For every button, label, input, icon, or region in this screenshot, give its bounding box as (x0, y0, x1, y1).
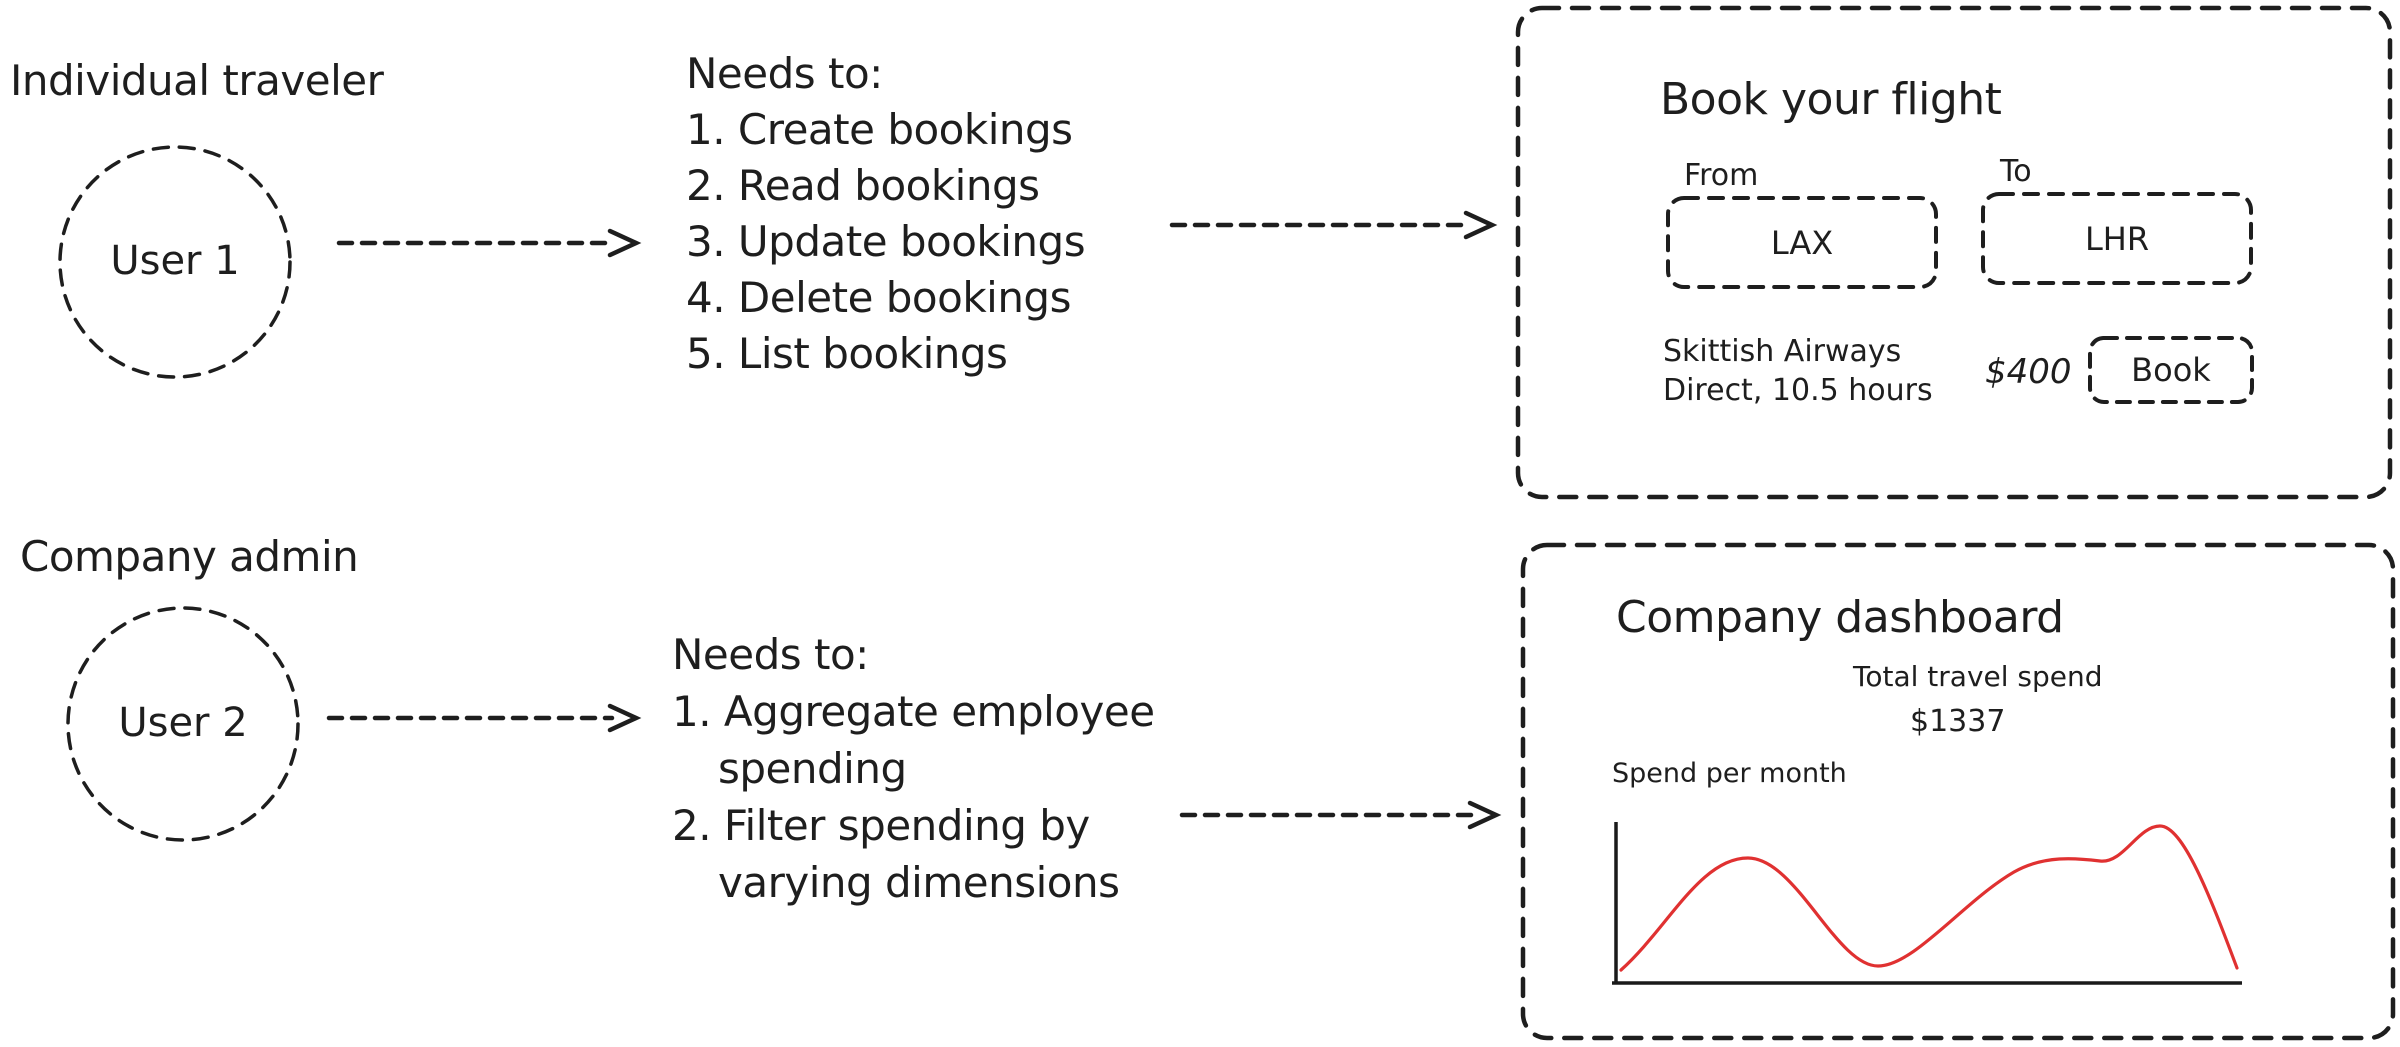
book-button-border (2088, 336, 2254, 404)
booking-panel-title: Book your flight (1660, 74, 2002, 125)
from-field-border (1666, 196, 1938, 289)
from-field[interactable]: LAX (1770, 223, 1834, 262)
persona-label-individual-traveler: Individual traveler (10, 56, 384, 105)
flight-info: Skittish Airways Direct, 10.5 hours (1663, 334, 1933, 408)
to-field-border (1981, 192, 2253, 285)
total-spend-value: $1337 (1910, 704, 2006, 739)
needs-item: 2. Filter spending by varying dimensions (672, 801, 1120, 907)
needs-item: 4. Delete bookings (686, 273, 1071, 322)
needs-item: 3. Update bookings (686, 217, 1086, 266)
flight-price: $400 (1985, 352, 2072, 392)
user1-circle (58, 145, 292, 379)
total-spend-label: Total travel spend (1853, 660, 2103, 693)
needs-heading: Needs to: (672, 630, 869, 679)
persona-label-company-admin: Company admin (20, 532, 359, 581)
to-label: To (2000, 154, 2032, 189)
arrow-needs1-to-booking (1169, 210, 1498, 240)
spend-chart (1612, 822, 2242, 985)
book-button[interactable]: Book (2131, 351, 2211, 389)
needs-item: 2. Read bookings (686, 161, 1040, 210)
user1-name: User 1 (110, 238, 240, 284)
arrow-user1-to-needs (336, 228, 642, 258)
needs-heading: Needs to: (686, 49, 883, 98)
user2-name: User 2 (118, 700, 248, 746)
dashboard-panel-border (1520, 542, 2396, 1041)
to-field[interactable]: LHR (2084, 219, 2150, 258)
booking-panel-border (1515, 5, 2393, 500)
user2-circle (66, 606, 300, 842)
needs-item: 1. Aggregate employee spending (672, 687, 1155, 793)
from-label: From (1684, 158, 1759, 193)
needs-item: 5. List bookings (686, 329, 1008, 378)
dashboard-panel-title: Company dashboard (1616, 592, 2064, 643)
needs-list-user2: Needs to: 1. Aggregate employee spending… (672, 626, 1155, 911)
arrow-needs2-to-dashboard (1179, 800, 1502, 830)
arrow-user2-to-needs (326, 703, 642, 733)
needs-item: 1. Create bookings (686, 105, 1073, 154)
needs-list-user1: Needs to: 1. Create bookings 2. Read boo… (686, 46, 1086, 382)
spend-line (1619, 824, 2239, 972)
spend-chart-label: Spend per month (1612, 758, 1847, 789)
